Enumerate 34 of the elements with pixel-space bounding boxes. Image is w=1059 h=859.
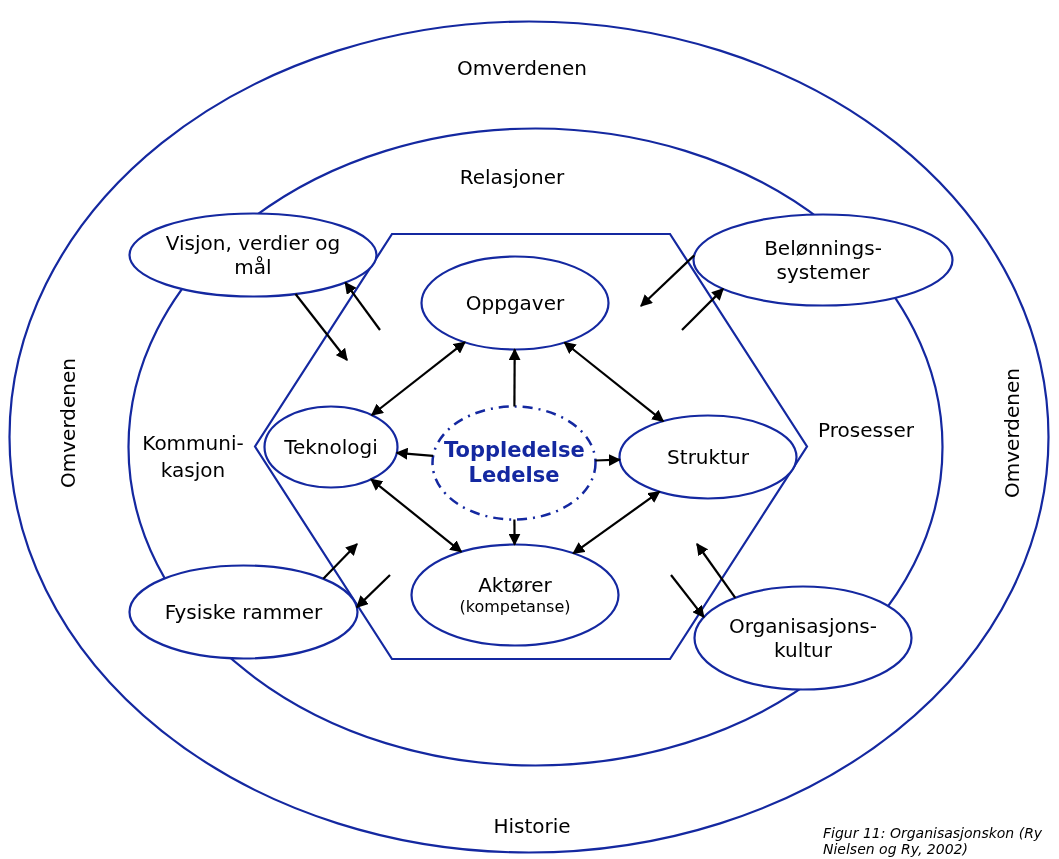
arrow [322,543,358,580]
region-label: Omverdenen [56,358,80,488]
node-label: Organisasjons- kultur [728,614,878,662]
region-label: Omverdenen [457,56,587,80]
region-label: Prosesser [818,418,914,442]
arrow [370,478,463,553]
region-label: Kommuni- kasjon [141,430,245,484]
node-label: Visjon, verdier og mål [164,231,342,279]
node-label: Teknologi [284,435,378,459]
node-label: Struktur [667,445,749,469]
arrow [294,293,348,361]
arrow [670,574,705,619]
arrow [508,519,521,546]
arrow [640,254,695,307]
arrow [563,341,665,423]
node-subtext: (kompetanse) [459,597,571,617]
arrow [696,543,737,599]
node-label: Oppgaver [465,291,565,315]
node-label: Fysiske rammer [164,600,323,624]
region-label: Relasjoner [459,165,565,189]
arrow [395,447,434,460]
arrow [508,348,521,407]
region-label: Historie [493,814,571,838]
arrow [344,281,381,331]
node-label: Aktører [478,573,552,598]
arrow [681,288,724,331]
node-label: Belønnings- systemer [763,236,883,284]
caption: Figur 11: Organisasjonskon (Ry Nielsen og Ry, 2002) [823,826,1044,857]
arrow [370,341,466,416]
arrow [356,574,391,608]
arrow [572,490,661,555]
region-label: Omverdenen [1000,368,1024,498]
arrow [595,454,621,467]
node-label: Toppledelse Ledelse [444,437,584,489]
